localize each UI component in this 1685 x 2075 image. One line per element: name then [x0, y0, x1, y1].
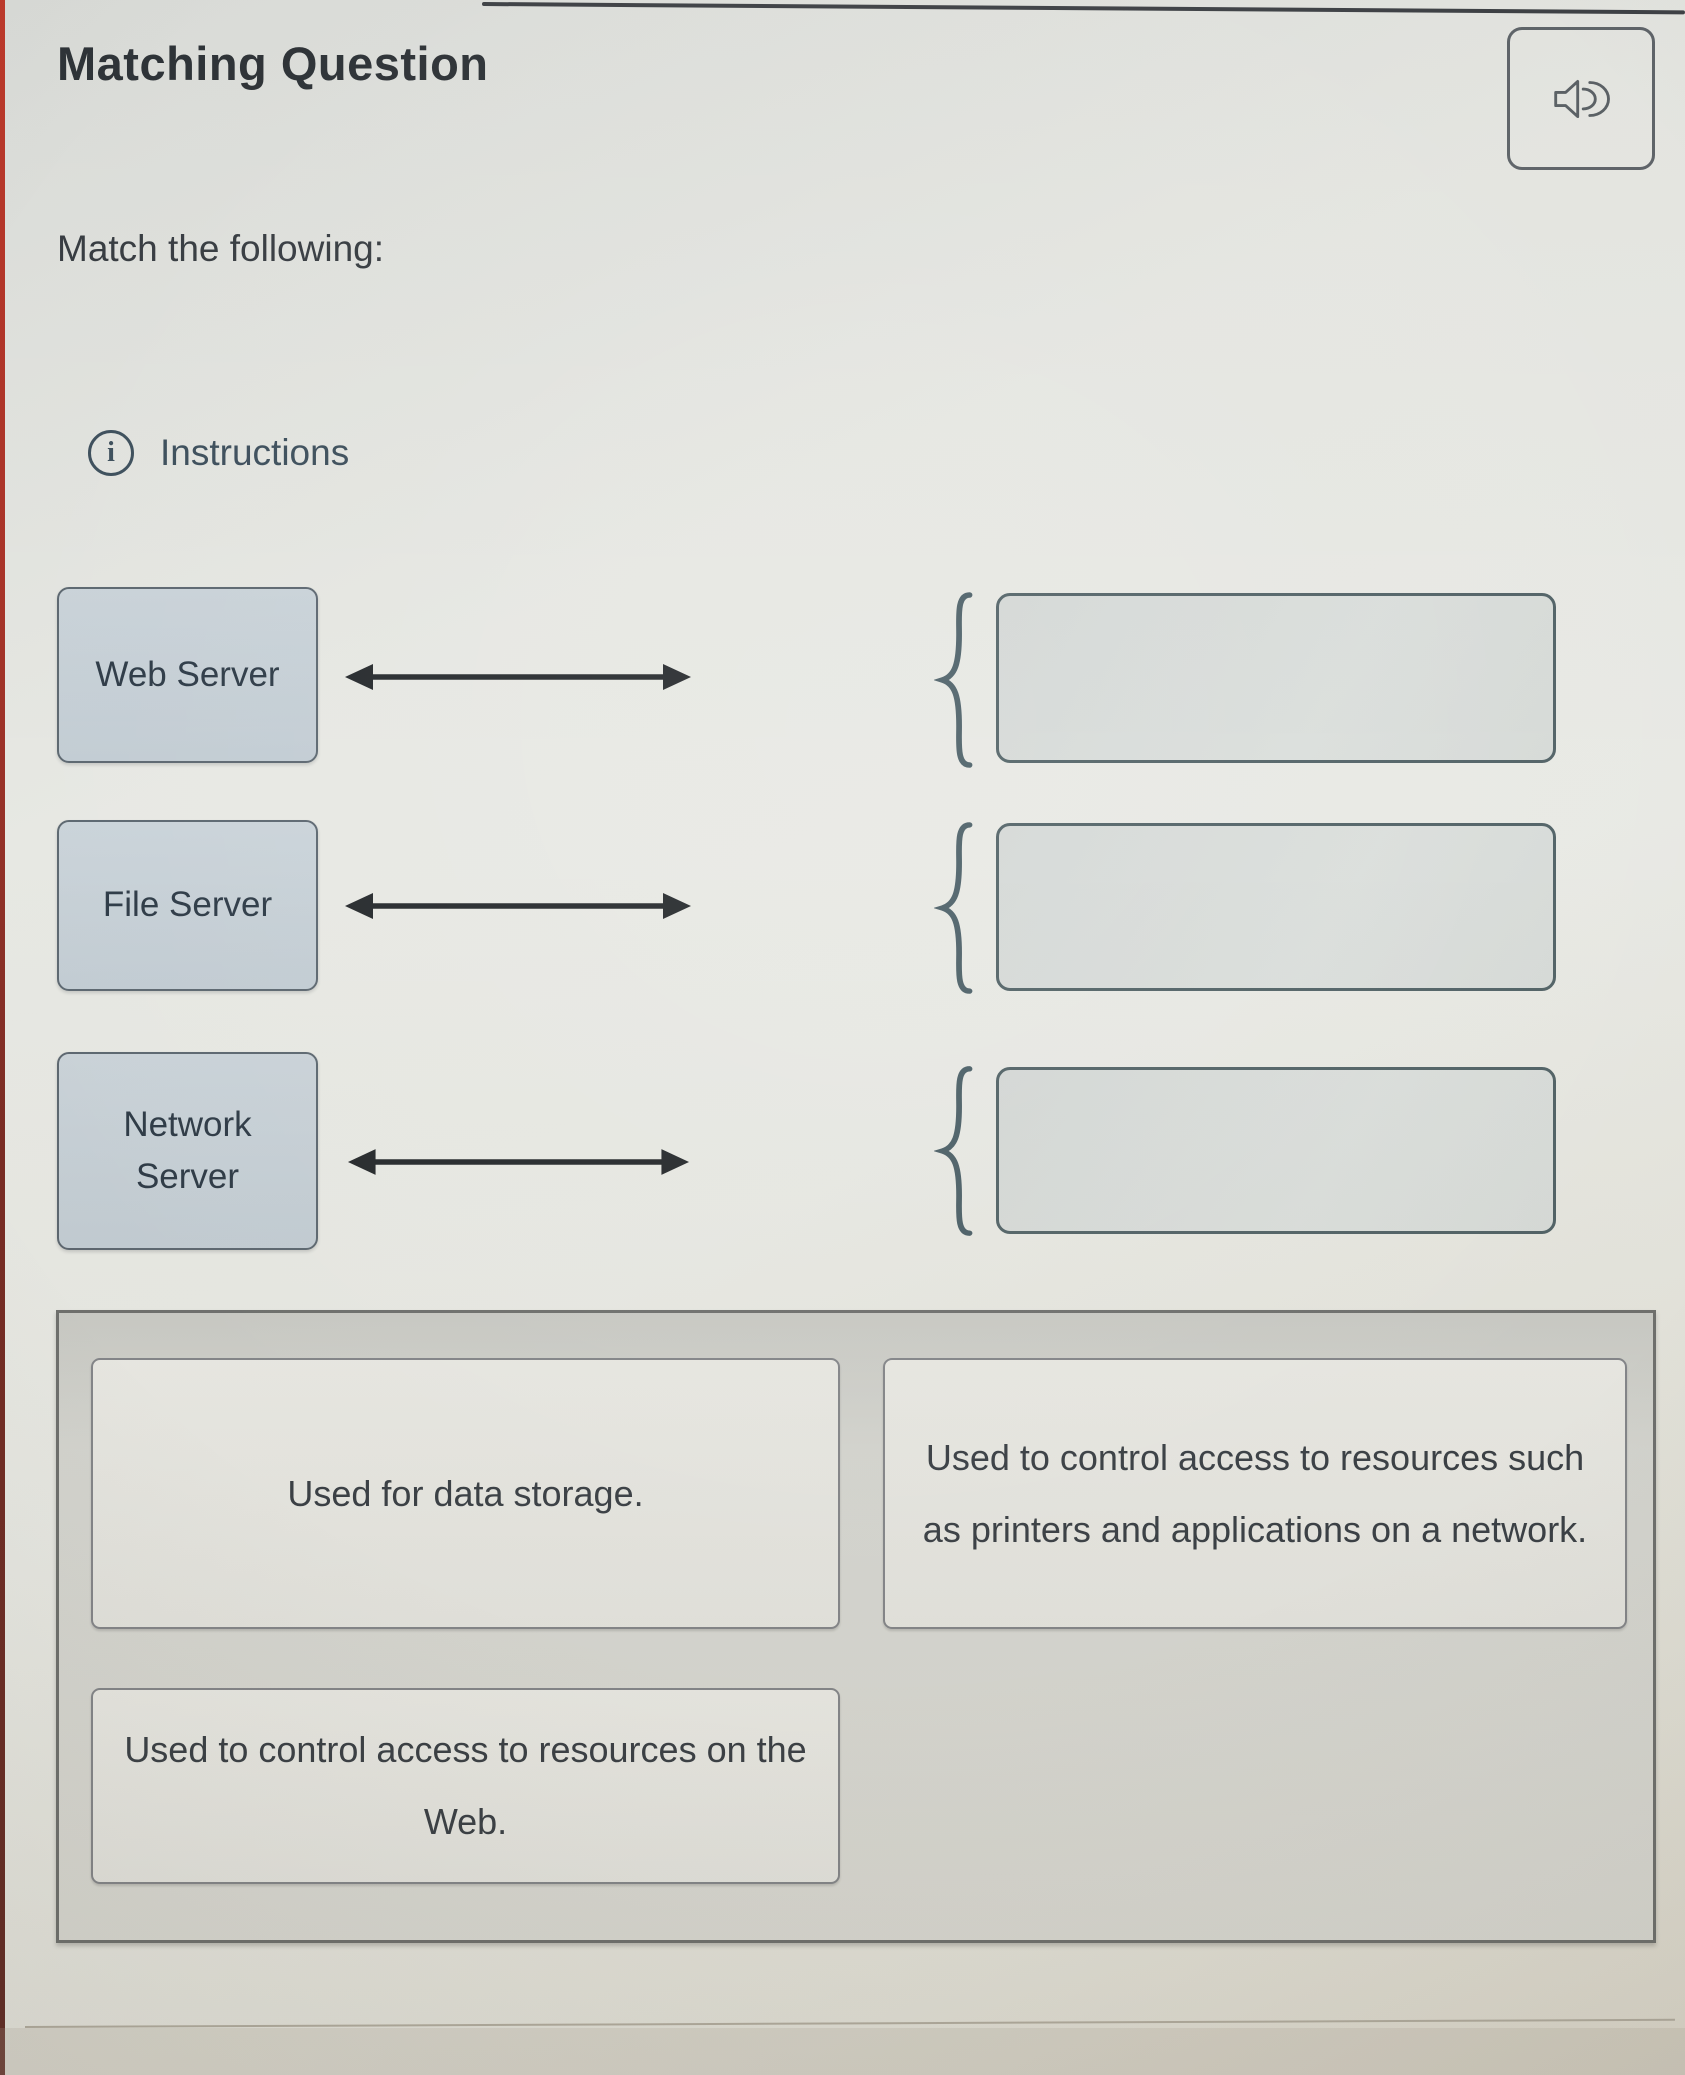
- instructions-link[interactable]: i Instructions: [88, 430, 349, 476]
- answer-option-web-resources[interactable]: Used to control access to resources on t…: [91, 1688, 840, 1884]
- screen-top-edge-artifact: [481, 2, 1685, 15]
- brace-icon: [933, 1064, 980, 1243]
- screen-left-edge-artifact: [0, 0, 5, 2075]
- page-title: Matching Question: [57, 37, 489, 90]
- question-prompt: Match the following:: [57, 228, 385, 269]
- screen-bottom-edge-artifact: [24, 2018, 1675, 2028]
- info-icon: i: [88, 430, 134, 476]
- screen-bottom-strip-artifact: [0, 2028, 1685, 2075]
- brace-icon: [933, 590, 980, 775]
- match-arrow-icon: [346, 1144, 691, 1185]
- term-web-server[interactable]: Web Server: [57, 587, 318, 763]
- term-network-server[interactable]: Network Server: [57, 1052, 318, 1250]
- term-label: Network Server: [123, 1104, 252, 1197]
- brace-icon: [933, 820, 980, 1001]
- answer-option-network-resources[interactable]: Used to control access to resources such…: [883, 1358, 1627, 1629]
- term-file-server[interactable]: File Server: [57, 820, 318, 991]
- term-label: File Server: [102, 885, 273, 925]
- drop-zone-file-server[interactable]: [996, 823, 1556, 991]
- answer-option-label: Used to control access to resources such…: [922, 1436, 1588, 1550]
- answer-option-label: Used to control access to resources on t…: [124, 1729, 807, 1842]
- answer-bank: Used for data storage. Used to control a…: [56, 1310, 1656, 1943]
- instructions-label: Instructions: [160, 432, 350, 473]
- drop-zone-web-server[interactable]: [996, 593, 1556, 763]
- audio-play-button[interactable]: [1507, 27, 1655, 170]
- term-label: Web Server: [95, 654, 280, 694]
- match-arrow-icon: [343, 888, 693, 929]
- drop-zone-network-server[interactable]: [996, 1067, 1556, 1234]
- answer-option-data-storage[interactable]: Used for data storage.: [91, 1358, 840, 1629]
- answer-option-label: Used for data storage.: [287, 1472, 644, 1514]
- speaker-icon: [1548, 71, 1614, 127]
- match-arrow-icon: [343, 659, 693, 700]
